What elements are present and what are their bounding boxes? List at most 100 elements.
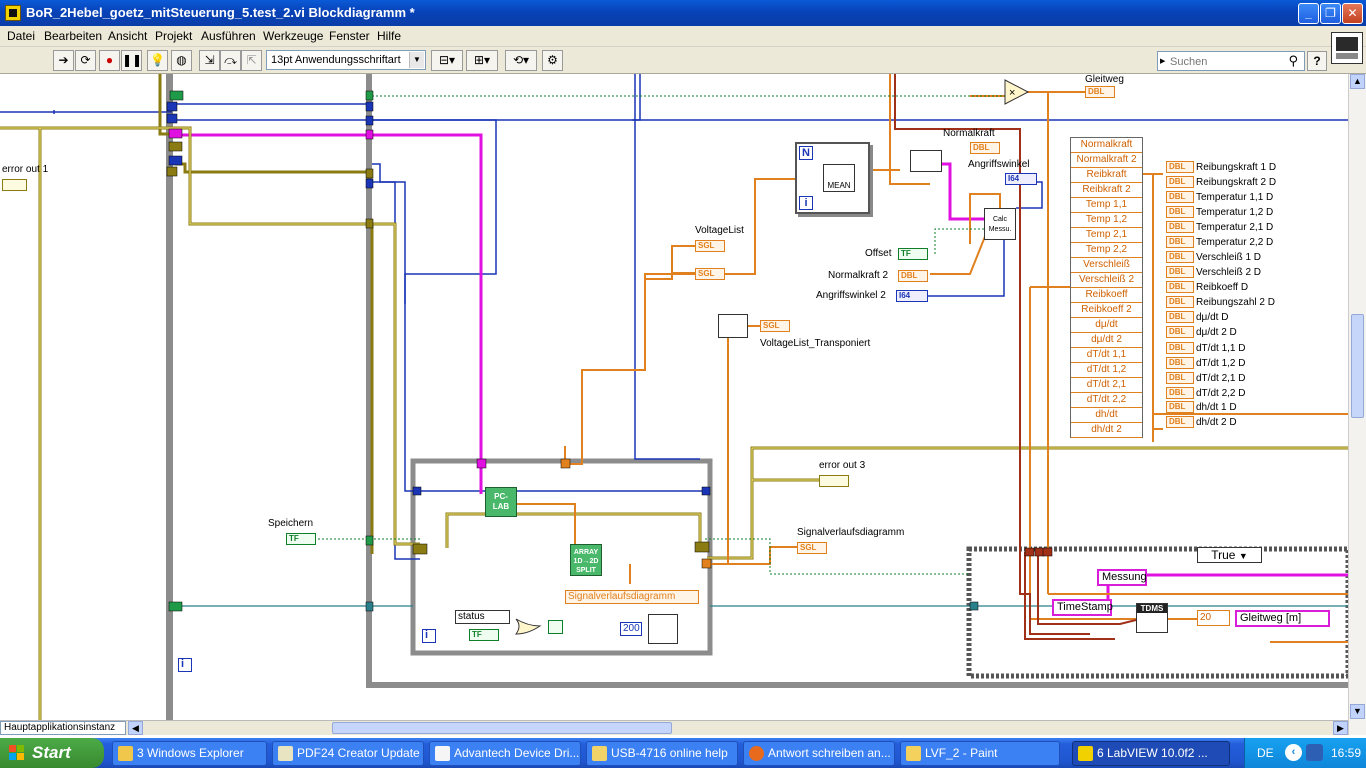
for-loop[interactable]: N i MEAN <box>795 142 870 214</box>
highlight-execution-icon[interactable]: 💡 <box>147 50 168 71</box>
tray-expand-icon[interactable]: ‹ <box>1285 744 1302 761</box>
signalverlaufsdiagramm-indicator[interactable]: SGL <box>797 542 827 554</box>
signalverlauf-property-node[interactable]: Signalverlaufsdiagramm <box>565 590 699 604</box>
block-diagram-canvas[interactable]: × N i MEAN Calc Messu. PC-LAB ARRAY 1D→2… <box>0 74 1348 720</box>
task-usb-help[interactable]: USB-4716 online help <box>586 741 738 766</box>
calc-measurement-subvi[interactable]: Calc Messu. <box>984 208 1016 240</box>
error-out-3-indicator[interactable] <box>819 475 849 487</box>
font-select[interactable]: 13pt Anwendungsschriftart ▼ <box>266 50 426 70</box>
dbl-terminal[interactable]: DBL <box>1166 206 1194 218</box>
wait-timer-icon[interactable] <box>648 614 678 644</box>
align-objects-icon[interactable]: ⊟▾ <box>431 50 463 71</box>
output-indicator-row[interactable]: DBLReibungszahl 2 D <box>1166 296 1275 308</box>
output-indicator-row[interactable]: DBLTemperatur 2,2 D <box>1166 236 1273 248</box>
output-indicator-row[interactable]: DBLTemperatur 1,1 D <box>1166 191 1273 203</box>
messung-constant[interactable]: Messung <box>1097 569 1147 586</box>
tdms-write-node[interactable]: TDMS <box>1136 603 1168 633</box>
task-browser[interactable]: Antwort schreiben an... <box>743 741 895 766</box>
menu-ausfuehren[interactable]: Ausführen <box>201 29 256 43</box>
menu-bearbeiten[interactable]: Bearbeiten <box>44 29 102 43</box>
bundle-item[interactable]: dT/dt 1,1 <box>1071 348 1142 363</box>
bundle-item[interactable]: Verschleiß <box>1071 258 1142 273</box>
bundle-item[interactable]: Verschleiß 2 <box>1071 273 1142 288</box>
search-box[interactable]: ▶ ⚲ <box>1157 51 1305 71</box>
transpose-array-node[interactable] <box>718 314 748 338</box>
run-arrow-icon[interactable]: ➔ <box>53 50 74 71</box>
dbl-terminal[interactable]: DBL <box>1166 372 1194 384</box>
clean-up-diagram-icon[interactable]: ⚙ <box>542 50 563 71</box>
pause-icon[interactable]: ❚❚ <box>121 50 142 71</box>
output-indicator-row[interactable]: DBLdT/dt 1,1 D <box>1166 342 1245 354</box>
dbl-terminal[interactable]: DBL <box>1166 357 1194 369</box>
bundle-item[interactable]: dμ/dt 2 <box>1071 333 1142 348</box>
dbl-terminal[interactable]: DBL <box>1166 296 1194 308</box>
select-node[interactable] <box>910 150 942 172</box>
vertical-scroll-thumb[interactable] <box>1351 314 1364 418</box>
output-indicator-row[interactable]: DBLReibkoeff D <box>1166 281 1248 293</box>
angriffswinkel-indicator[interactable]: I64 <box>1005 173 1037 185</box>
tray-app-icon[interactable] <box>1306 744 1323 761</box>
run-continuously-icon[interactable]: ⟳ <box>75 50 96 71</box>
task-pdf24[interactable]: PDF24 Creator Update <box>272 741 424 766</box>
bundle-item[interactable]: Temp 2,1 <box>1071 228 1142 243</box>
mean-function[interactable]: MEAN <box>823 164 855 192</box>
output-indicator-row[interactable]: DBLdμ/dt 2 D <box>1166 326 1237 338</box>
dbl-terminal[interactable]: DBL <box>1166 281 1194 293</box>
gleitweg-indicator[interactable]: DBL <box>1085 86 1115 98</box>
menu-fenster[interactable]: Fenster <box>329 29 370 43</box>
scroll-left-icon[interactable]: ◀ <box>128 721 143 735</box>
output-indicator-row[interactable]: DBLdT/dt 1,2 D <box>1166 357 1245 369</box>
voltagelist-transponiert-indicator[interactable]: SGL <box>760 320 790 332</box>
angriffswinkel-2-control[interactable]: I64 <box>896 290 928 302</box>
bundle-item[interactable]: Reibkoeff <box>1071 288 1142 303</box>
output-indicator-row[interactable]: DBLVerschleiß 2 D <box>1166 266 1261 278</box>
search-icon[interactable]: ⚲ <box>1288 53 1298 69</box>
dbl-terminal[interactable]: DBL <box>1166 191 1194 203</box>
scroll-down-icon[interactable]: ▼ <box>1350 704 1365 719</box>
offset-control[interactable]: TF <box>898 248 928 260</box>
output-indicator-row[interactable]: DBLTemperatur 1,2 D <box>1166 206 1273 218</box>
normalkraft-indicator[interactable]: DBL <box>970 142 1000 154</box>
output-indicator-row[interactable]: DBLdT/dt 2,2 D <box>1166 387 1245 399</box>
menu-ansicht[interactable]: Ansicht <box>108 29 147 43</box>
abort-icon[interactable]: ● <box>99 50 120 71</box>
dbl-terminal[interactable]: DBL <box>1166 161 1194 173</box>
voltagelist-indicator[interactable]: SGL <box>695 240 725 252</box>
maximize-button[interactable]: ❐ <box>1320 3 1341 24</box>
loop-condition-icon[interactable] <box>548 620 563 634</box>
case-selector[interactable]: True ▼ <box>1197 547 1262 563</box>
bundle-item[interactable]: dμ/dt <box>1071 318 1142 333</box>
horizontal-scrollbar[interactable]: Hauptapplikationsinstanz ◀ ▶ <box>0 720 1348 735</box>
bundle-item[interactable]: dh/dt <box>1071 408 1142 423</box>
scroll-up-icon[interactable]: ▲ <box>1350 74 1365 89</box>
task-paint[interactable]: LVF_2 - Paint <box>900 741 1060 766</box>
pc-lab-subvi[interactable]: PC-LAB <box>485 487 517 517</box>
task-advantech[interactable]: Advantech Device Dri... <box>429 741 581 766</box>
menu-werkzeuge[interactable]: Werkzeuge <box>263 29 323 43</box>
bundle-item[interactable]: dT/dt 2,2 <box>1071 393 1142 408</box>
bundle-item[interactable]: dT/dt 1,2 <box>1071 363 1142 378</box>
bundle-item[interactable]: dh/dt 2 <box>1071 423 1142 438</box>
dbl-terminal[interactable]: DBL <box>1166 236 1194 248</box>
close-button[interactable]: ✕ <box>1342 3 1363 24</box>
horizontal-scroll-thumb[interactable] <box>332 722 672 734</box>
dbl-terminal[interactable]: DBL <box>1166 416 1194 428</box>
bundle-by-name-node[interactable]: Normalkraft Normalkraft 2 Reibkraft Reib… <box>1070 137 1143 438</box>
search-expand-icon[interactable]: ▶ <box>1160 57 1165 65</box>
step-into-icon[interactable]: ⇲ <box>199 50 220 71</box>
num-20-constant[interactable]: 20 <box>1197 610 1230 626</box>
dbl-terminal[interactable]: DBL <box>1166 387 1194 399</box>
output-indicator-row[interactable]: DBLdμ/dt D <box>1166 311 1228 323</box>
output-indicator-row[interactable]: DBLdh/dt 1 D <box>1166 401 1237 413</box>
output-indicator-row[interactable]: DBLdT/dt 2,1 D <box>1166 372 1245 384</box>
bundle-item[interactable]: Temp 1,2 <box>1071 213 1142 228</box>
bundle-item[interactable]: Temp 2,2 <box>1071 243 1142 258</box>
menu-datei[interactable]: Datei <box>7 29 35 43</box>
dbl-terminal[interactable]: DBL <box>1166 221 1194 233</box>
context-help-button[interactable]: ? <box>1307 51 1327 71</box>
gleitweg-m-constant[interactable]: Gleitweg [m] <box>1235 610 1330 627</box>
speichern-control[interactable]: TF <box>286 533 316 545</box>
vi-connector-icon[interactable] <box>1331 32 1363 64</box>
dbl-terminal[interactable]: DBL <box>1166 342 1194 354</box>
dbl-terminal[interactable]: DBL <box>1166 326 1194 338</box>
